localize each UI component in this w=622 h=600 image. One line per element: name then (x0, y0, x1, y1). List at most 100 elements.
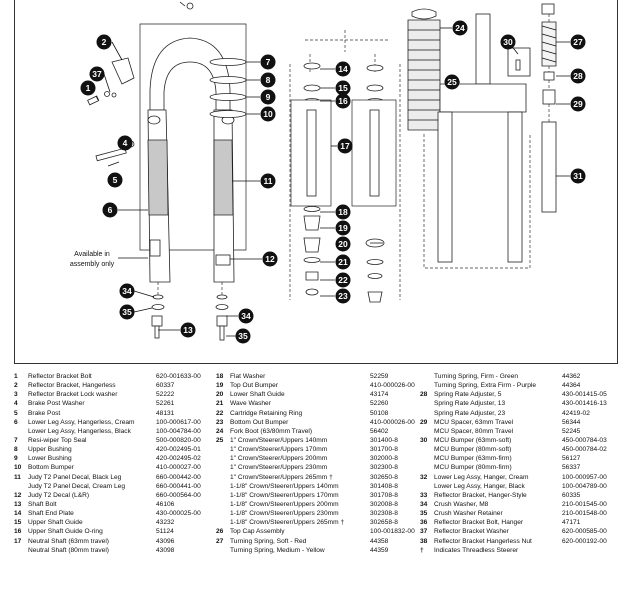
callout-15: 15 (335, 80, 351, 96)
callout-30: 30 (500, 34, 516, 50)
part-code: 60337 (156, 382, 175, 390)
svg-text:12: 12 (265, 254, 275, 264)
part-number-label: 28 (420, 391, 428, 399)
part-number-label: 32 (420, 473, 428, 481)
part-code: 620-001633-00 (156, 373, 201, 380)
part-code: 44359 (370, 546, 389, 554)
callout-2: 2 (96, 34, 112, 50)
part-description: 1-1/8" Crown/Steerer/Uppers 170mm (230, 491, 339, 499)
part-code: 44364 (562, 382, 581, 390)
part-code: 44362 (562, 373, 581, 380)
parts-row: 1" Crown/Steerer/Uppers 265mm †302650-8 (216, 473, 428, 482)
svg-text:6: 6 (108, 205, 113, 215)
svg-text:15: 15 (338, 83, 348, 93)
part-description: Neutral Shaft (80mm travel) (28, 546, 109, 554)
callout-24: 24 (452, 20, 468, 36)
callout-20: 20 (335, 236, 351, 252)
leader-lines (95, 27, 570, 337)
part-code: 50108 (370, 409, 389, 417)
part-code: 56402 (370, 427, 389, 435)
svg-text:35: 35 (238, 331, 248, 341)
note-line-2: assembly only (70, 261, 115, 268)
parts-row: 22 Cartridge Retaining Ring 50108 (216, 409, 428, 418)
part-code: 302658-8 (370, 519, 398, 527)
part-description: Reflector Bracket Bolt (28, 373, 92, 380)
svg-text:1: 1 (86, 83, 91, 93)
callout-34-left: 34 (119, 283, 135, 299)
part-number-label: 10 (14, 464, 22, 472)
part-description: Flat Washer (230, 373, 266, 380)
part-code: 100-001832-00 (370, 528, 415, 536)
part-code: 660-000441-00 (156, 482, 201, 490)
part-code: 620-000192-00 (562, 537, 607, 545)
part-code: 52260 (370, 400, 389, 408)
parts-row: MCU Bumper (80mm-firm)56337 (420, 463, 620, 472)
callout-10: 10 (260, 106, 276, 122)
svg-text:7: 7 (266, 57, 271, 67)
part-description: MCU Bumper (63mm-soft) (434, 436, 512, 444)
part-description: MCU Bumper (63mm-firm) (434, 455, 512, 463)
callout-21: 21 (335, 254, 351, 270)
exploded-fork-diagram: Available in assembly only 7 8 9 10 11 1… (70, 1, 586, 344)
part-code: 302300-8 (370, 464, 398, 472)
part-description: 1-1/8" Crown/Steerer/Uppers 200mm (230, 500, 339, 508)
part-number-label: 3 (14, 391, 18, 399)
parts-row: 1-1/8" Crown/Steerer/Uppers 265mm † 30265… (216, 518, 428, 527)
svg-text:37: 37 (92, 69, 102, 79)
svg-text:8: 8 (266, 75, 271, 85)
callout-13: 13 (180, 322, 196, 338)
part-description: Wave Washer (230, 400, 271, 408)
cartridge-assembly (289, 30, 401, 303)
part-code: 410-000026-00 (370, 418, 415, 426)
part-code: 430-001416-13 (562, 400, 607, 408)
part-code: 52222 (156, 391, 175, 399)
part-description: Top Out Bumper (230, 382, 279, 390)
part-description: 1" Crown/Steerer/Uppers 265mm † (230, 473, 333, 481)
part-number-label: 22 (216, 409, 224, 417)
part-description: Bottom Out Bumper (230, 418, 289, 426)
part-description: Lower Leg Assy, Hanger, Cream (434, 473, 529, 481)
part-number-label: 13 (14, 500, 22, 508)
part-number-label: 4 (14, 400, 18, 408)
part-code: 51124 (156, 528, 174, 536)
part-description: Crush Washer Retainer (434, 510, 503, 518)
svg-text:17: 17 (340, 141, 350, 151)
part-description: MCU Bumper (80mm-firm) (434, 464, 512, 472)
part-code: 302000-8 (370, 455, 398, 463)
part-number-label: 11 (14, 473, 21, 481)
part-code: 43232 (156, 519, 175, 527)
callout-37: 37 (89, 66, 105, 82)
part-description: 1-1/8" Crown/Steerer/Uppers 230mm (230, 510, 339, 518)
part-description: Spring Rate Adjuster, 23 (434, 409, 506, 417)
part-description: 1-1/8" Crown/Steerer/Uppers 265mm † (230, 519, 345, 527)
part-description: Cartridge Retaining Ring (230, 409, 303, 417)
part-description: Fork Boot (63/80mm Travel) (230, 427, 313, 435)
callout-5: 5 (107, 172, 123, 188)
part-number-label: 15 (14, 519, 22, 527)
svg-text:35: 35 (122, 307, 132, 317)
part-number-label: 17 (14, 537, 22, 545)
part-code: 620-000585-00 (562, 528, 607, 536)
callout-31: 31 (570, 168, 586, 184)
callout-27: 27 (570, 34, 586, 50)
part-description: Lower Leg Assy, Hanger, Black (434, 482, 525, 490)
part-number-label: 6 (14, 418, 18, 426)
part-number-label: 26 (216, 528, 224, 536)
part-description: Judy T2 Decal (L&R) (28, 491, 90, 499)
